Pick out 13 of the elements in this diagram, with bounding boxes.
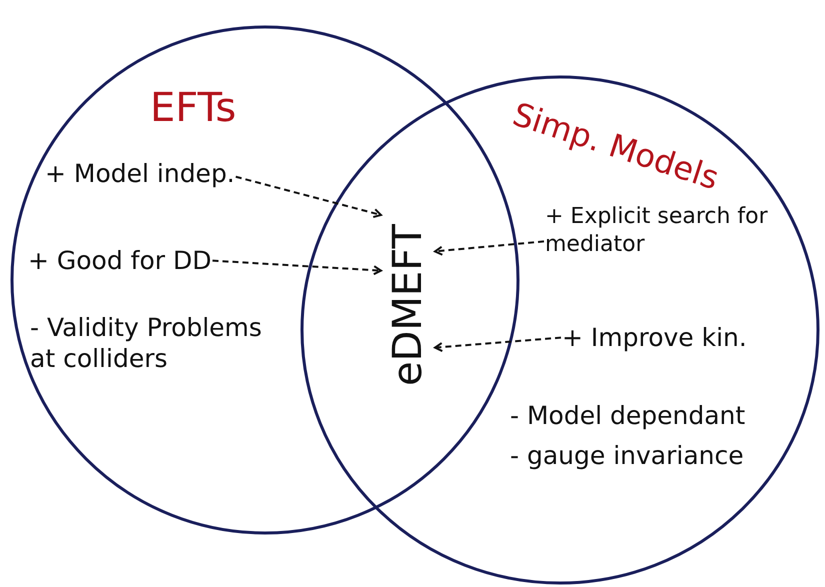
overlap-label: eDMEFT [382, 205, 434, 405]
arrow [236, 176, 382, 218]
bullet-text: - Validity Problems at colliders [30, 312, 270, 437]
arrow [434, 240, 544, 256]
arrow [434, 336, 562, 352]
circle-title: EFTs [150, 85, 236, 131]
bullet-text: + Improve kin. [562, 322, 747, 354]
bullet-text: + Explicit search for mediator [545, 203, 780, 267]
bullet-text: - Model dependant [510, 400, 746, 432]
bullet-text: - gauge invariance [510, 440, 744, 472]
bullet-text: + Model indep. [45, 158, 235, 190]
arrow [212, 260, 382, 276]
bullet-text: + Good for DD [28, 245, 212, 276]
